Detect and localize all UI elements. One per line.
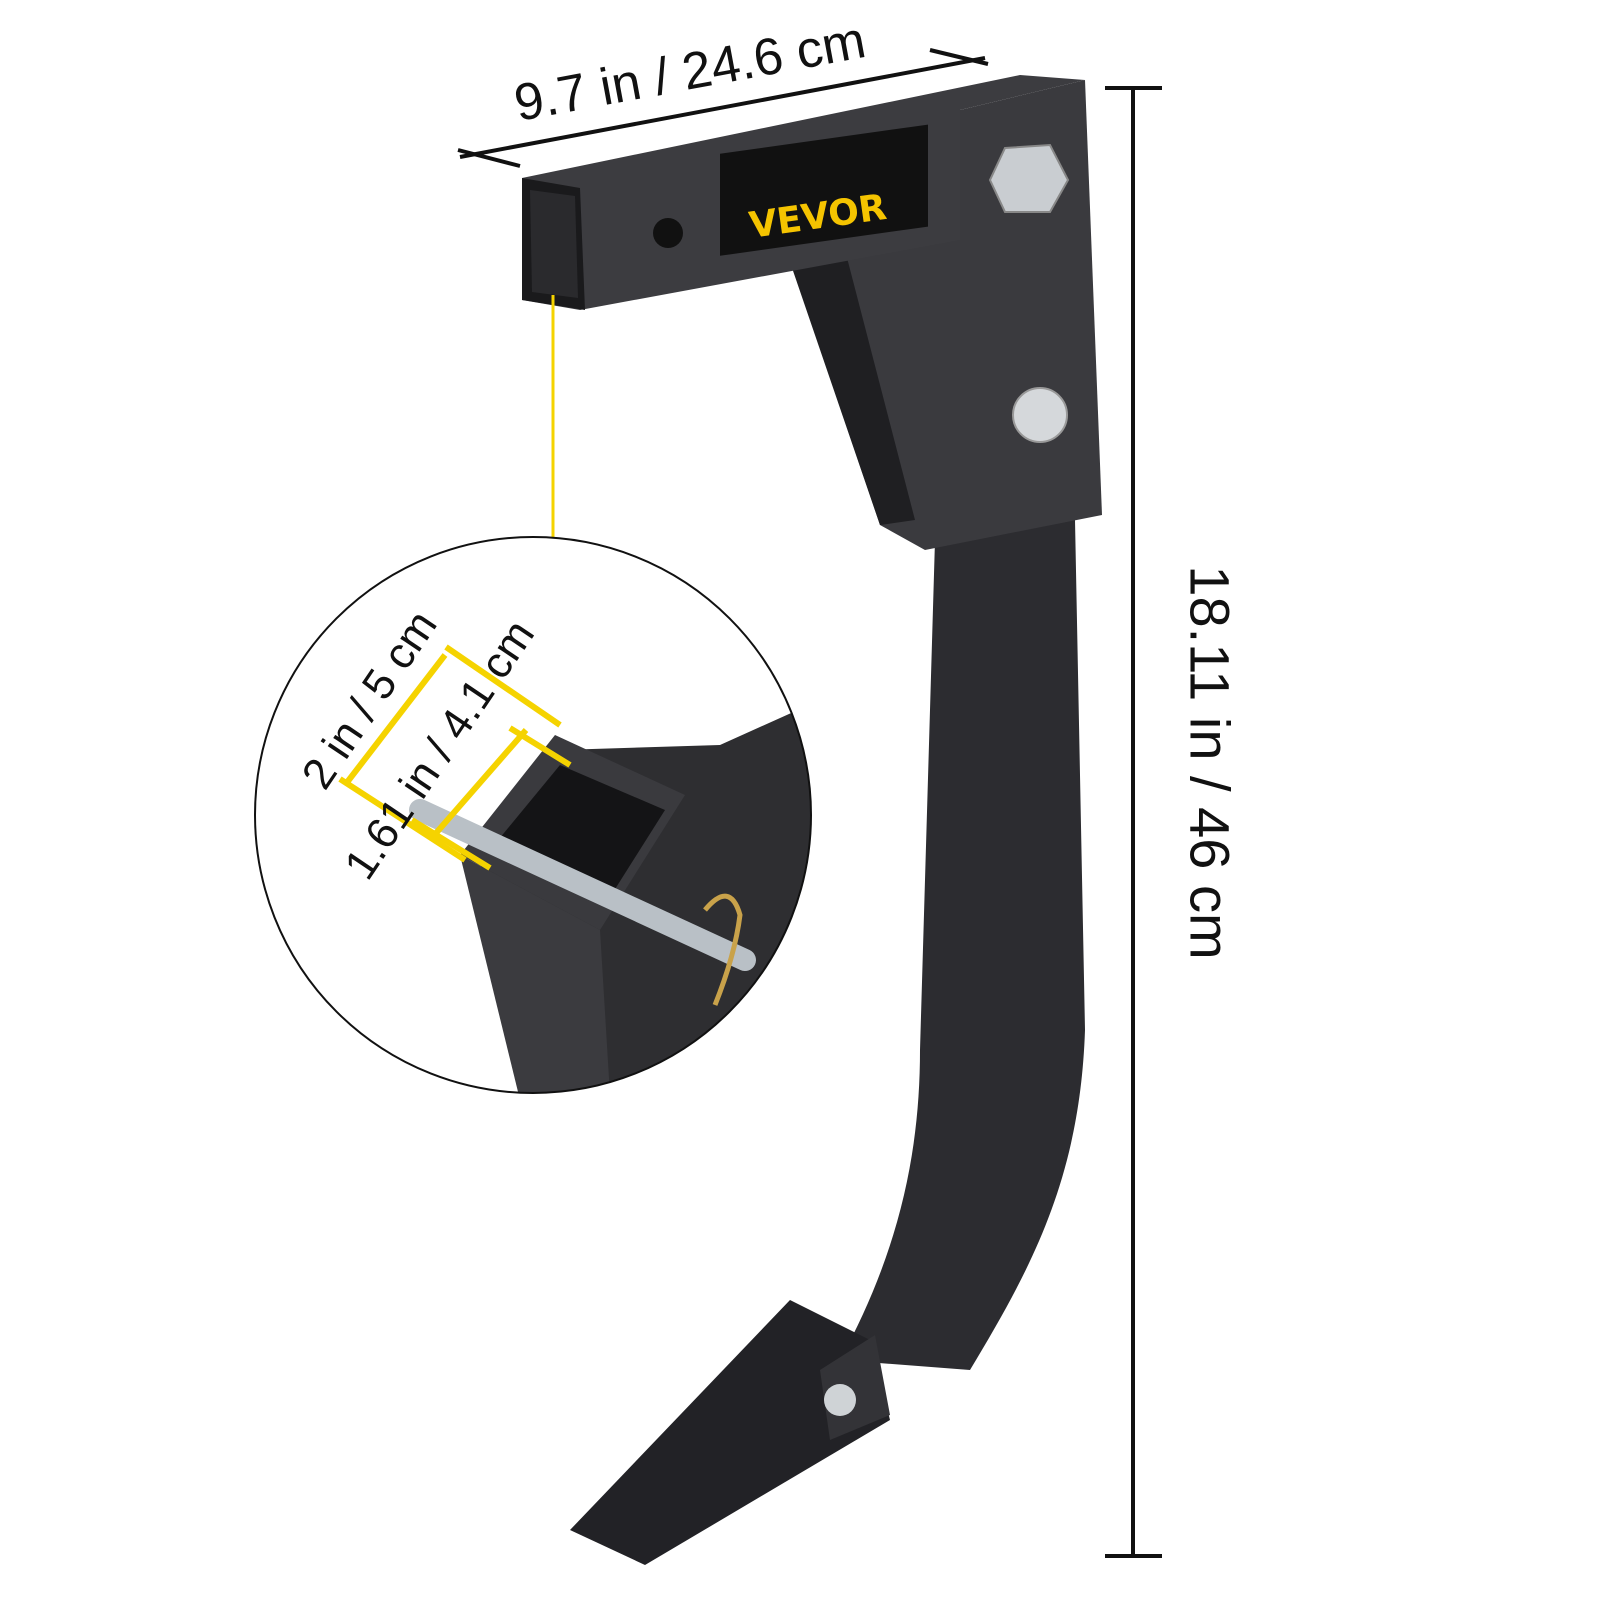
vevor-logo-plate xyxy=(720,124,928,256)
pin-hole xyxy=(653,218,683,248)
shank xyxy=(840,520,1085,1370)
inset-border xyxy=(254,536,812,1094)
bolt xyxy=(824,1384,856,1416)
plow-foot xyxy=(570,1300,890,1565)
detail-inset xyxy=(255,537,811,1093)
height-dimension-line xyxy=(1105,86,1162,1558)
bolt xyxy=(1012,387,1068,443)
inset-yellow-dimension-lines xyxy=(338,644,572,871)
tube-inner xyxy=(530,190,578,298)
width-dimension-line xyxy=(457,48,989,168)
plate-side xyxy=(790,250,915,525)
height-label: 18.11 in / 46 cm xyxy=(1178,565,1242,960)
hex-bolt xyxy=(988,143,1070,213)
